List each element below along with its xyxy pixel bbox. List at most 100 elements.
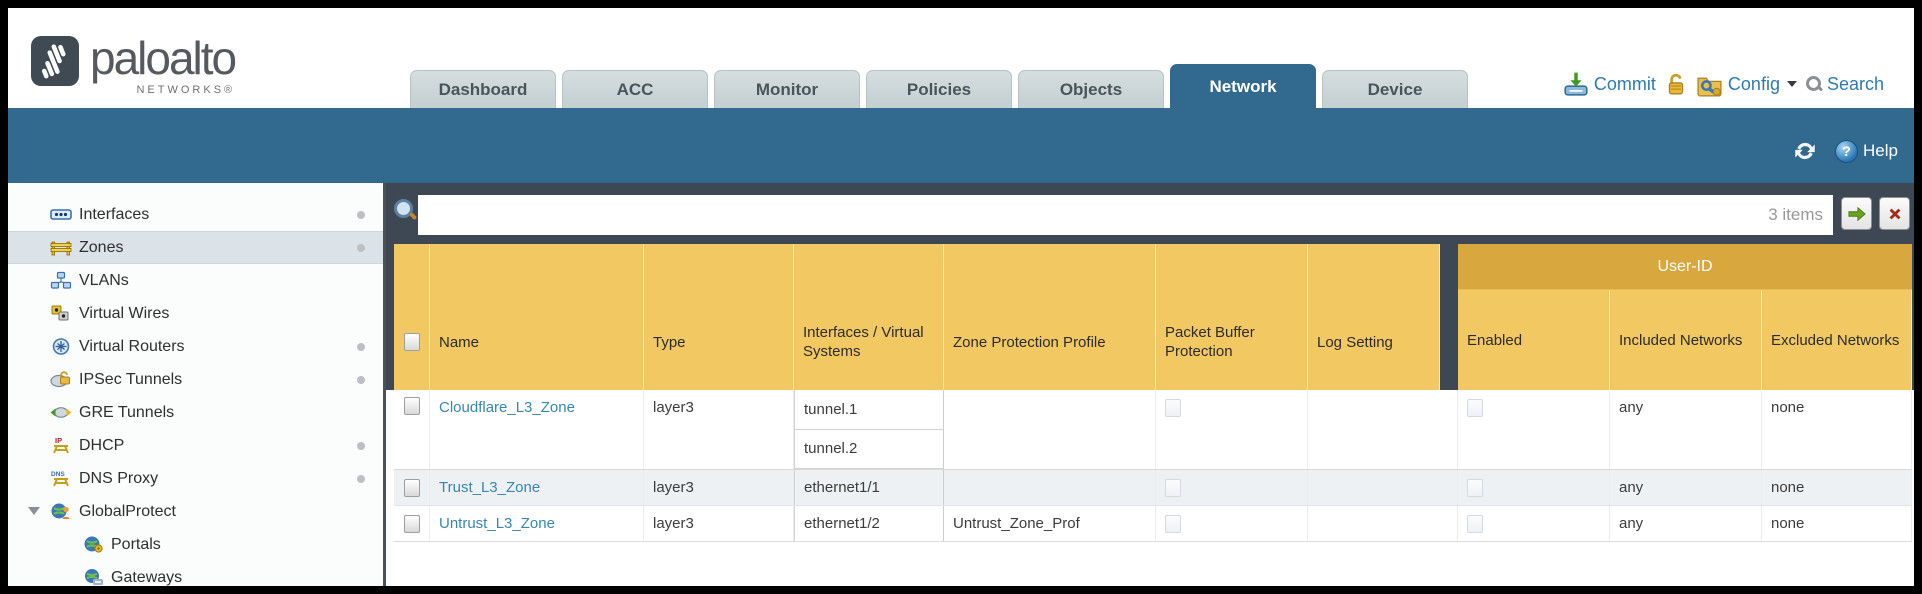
brand-subtitle: NETWORKS® — [136, 84, 236, 96]
zone-type-cell: layer3 — [644, 390, 794, 469]
interfaces-icon — [50, 209, 72, 220]
row-checkbox[interactable] — [403, 514, 420, 533]
commit-button[interactable]: Commit — [1563, 71, 1656, 97]
zone-type-cell: layer3 — [644, 506, 794, 541]
log-setting-cell — [1308, 390, 1458, 469]
tab-monitor[interactable]: Monitor — [714, 70, 860, 108]
col-header-type[interactable]: Type — [644, 244, 794, 390]
zone-name-link[interactable]: Untrust_L3_Zone — [439, 515, 555, 532]
packet-buffer-checkbox[interactable] — [1165, 478, 1181, 497]
status-dot — [357, 342, 365, 351]
refresh-button[interactable] — [1791, 138, 1819, 164]
chevron-down-icon — [1786, 81, 1797, 87]
row-select-cell — [394, 470, 430, 505]
vlans-icon — [50, 271, 72, 289]
sidebar-item-dhcp[interactable]: IP DHCP — [8, 429, 383, 462]
tab-acc[interactable]: ACC — [562, 70, 708, 108]
sidebar-item-vlans[interactable]: VLANs — [8, 264, 383, 297]
sidebar-item-label: Portals — [111, 535, 161, 553]
col-header-enabled[interactable]: Enabled — [1458, 290, 1610, 390]
sidebar-item-label: GRE Tunnels — [79, 403, 175, 421]
virtual-routers-icon — [52, 338, 70, 355]
zone-name-link[interactable]: Cloudflare_L3_Zone — [439, 399, 575, 416]
select-all-checkbox[interactable] — [403, 333, 420, 351]
filter-input[interactable] — [418, 195, 1769, 235]
table-row: Cloudflare_L3_Zone layer3 tunnel.1 tunne… — [394, 390, 1912, 470]
svg-text:IP: IP — [55, 436, 62, 445]
enabled-checkbox[interactable] — [1467, 478, 1483, 497]
packet-buffer-checkbox[interactable] — [1165, 514, 1181, 533]
table-row: Trust_L3_Zone layer3 ethernet1/1 any — [394, 470, 1912, 506]
user-id-subheaders: Enabled Included Networks Excluded Netwo… — [1458, 290, 1912, 390]
band-actions: ? Help — [1791, 138, 1898, 164]
zone-name-link[interactable]: Trust_L3_Zone — [439, 479, 541, 496]
col-header-log-setting[interactable]: Log Setting — [1308, 244, 1440, 390]
row-checkbox[interactable] — [403, 478, 420, 497]
zone-type-cell: layer3 — [644, 470, 794, 505]
help-icon: ? — [1835, 139, 1859, 163]
packet-buffer-cell — [1156, 470, 1308, 505]
filter-bar: 3 items — [386, 183, 1914, 241]
enabled-checkbox[interactable] — [1467, 514, 1483, 533]
filter-input-box: 3 items — [418, 195, 1833, 235]
sidebar-divider — [383, 183, 386, 586]
filter-search-icon — [394, 199, 418, 223]
clear-filter-button[interactable] — [1879, 197, 1910, 230]
sidebar-item-globalprotect[interactable]: GlobalProtect — [8, 495, 383, 528]
sidebar-item-zones[interactable]: Zones — [8, 231, 383, 264]
help-label: Help — [1863, 141, 1898, 160]
excluded-networks-cell: none — [1762, 506, 1912, 541]
dns-proxy-icon: DNS — [51, 471, 69, 487]
row-select-cell — [394, 506, 430, 541]
tab-policies[interactable]: Policies — [866, 70, 1012, 108]
user-id-group: User-ID Enabled Included Networks Exclud… — [1458, 244, 1912, 390]
col-header-name[interactable]: Name — [430, 244, 644, 390]
help-button[interactable]: ? Help — [1835, 139, 1898, 163]
row-checkbox[interactable] — [403, 397, 420, 415]
zone-name-cell: Trust_L3_Zone — [430, 470, 644, 505]
select-all-cell — [394, 244, 430, 390]
sidebar-item-interfaces[interactable]: Interfaces — [8, 198, 383, 231]
sidebar-item-label: Interfaces — [79, 205, 150, 223]
sidebar-item-gateways[interactable]: Gateways — [8, 561, 383, 586]
enabled-checkbox[interactable] — [1467, 399, 1483, 417]
status-dot — [357, 441, 365, 450]
commit-icon — [1564, 72, 1588, 96]
col-header-interfaces[interactable]: Interfaces / Virtual Systems — [794, 244, 944, 390]
tab-dashboard[interactable]: Dashboard — [410, 70, 556, 108]
sidebar-item-label: VLANs — [79, 271, 129, 289]
sidebar-item-virtual-wires[interactable]: Virtual Wires — [8, 297, 383, 330]
packet-buffer-cell — [1156, 506, 1308, 541]
col-header-excluded-networks[interactable]: Excluded Networks — [1762, 290, 1912, 390]
sidebar-item-dns-proxy[interactable]: DNS DNS Proxy — [8, 462, 383, 495]
tab-objects[interactable]: Objects — [1018, 70, 1164, 108]
apply-filter-button[interactable] — [1841, 197, 1872, 230]
gre-tunnels-icon — [50, 407, 72, 418]
tab-network[interactable]: Network — [1170, 64, 1316, 108]
paloalto-logo: paloalto NETWORKS® — [30, 34, 237, 96]
expander-icon[interactable] — [28, 507, 40, 515]
sidebar-item-gre-tunnels[interactable]: GRE Tunnels — [8, 396, 383, 429]
sidebar-item-ipsec-tunnels[interactable]: IPSec Tunnels — [8, 363, 383, 396]
config-menu[interactable]: Config — [1696, 72, 1797, 97]
zone-name-cell: Cloudflare_L3_Zone — [430, 390, 644, 469]
interface-list: tunnel.1 tunnel.2 — [795, 390, 943, 469]
col-header-packet-buffer[interactable]: Packet Buffer Protection — [1156, 244, 1308, 390]
sidebar-item-virtual-routers[interactable]: Virtual Routers — [8, 330, 383, 363]
sidebar-item-portals[interactable]: Portals — [8, 528, 383, 561]
col-header-zone-protection[interactable]: Zone Protection Profile — [944, 244, 1156, 390]
dhcp-icon: IP — [53, 436, 69, 454]
lock-icon[interactable] — [1665, 72, 1687, 96]
sidebar-item-label: Zones — [79, 238, 124, 256]
search-button[interactable]: Search — [1805, 74, 1884, 95]
status-dot — [357, 474, 365, 483]
sidebar-nav: Interfaces Zones — [8, 183, 383, 586]
user-id-enabled-cell — [1458, 470, 1610, 505]
brand-text: paloalto NETWORKS® — [90, 34, 237, 96]
packet-buffer-checkbox[interactable] — [1165, 399, 1181, 417]
log-setting-cell — [1308, 506, 1458, 541]
tab-device[interactable]: Device — [1322, 70, 1468, 108]
sidebar-item-label: Virtual Wires — [79, 304, 170, 322]
zone-protection-cell — [944, 470, 1156, 505]
col-header-included-networks[interactable]: Included Networks — [1610, 290, 1762, 390]
